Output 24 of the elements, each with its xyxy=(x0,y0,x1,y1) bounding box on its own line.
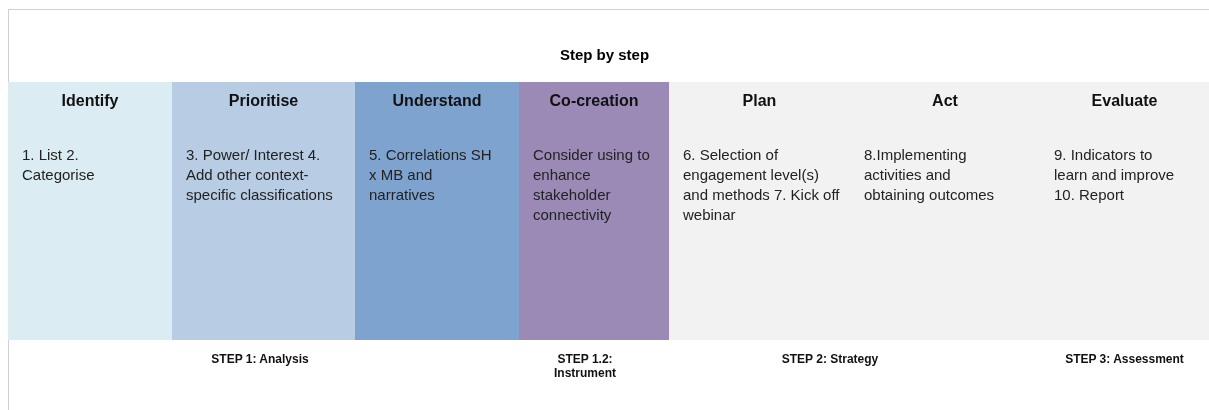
stage-description: 5. Correlations SH x MB and narratives xyxy=(369,145,493,205)
stage-description: 6. Selection of engagement level(s) and methods 7. Kick off webinar xyxy=(683,145,841,225)
stage-column xyxy=(355,82,519,340)
stage-heading: Act xyxy=(931,92,959,110)
stage-heading: Understand xyxy=(391,92,483,110)
stage-description: Consider using to enhance stakeholder connectivity xyxy=(533,145,651,225)
stage-column xyxy=(519,82,669,340)
stage-column xyxy=(669,82,850,340)
stage-description: 9. Indicators to learn and improve 10. Report xyxy=(1054,145,1176,205)
stage-heading: Co-creation xyxy=(548,92,640,110)
stage-column xyxy=(172,82,355,340)
stage-heading: Identify xyxy=(60,92,120,110)
diagram-title: Step by step xyxy=(559,46,650,63)
stage-description: 1. List 2. Categorise xyxy=(22,145,96,185)
stage-column xyxy=(8,82,172,340)
step-label: STEP 3: Assessment xyxy=(1064,352,1185,366)
stage-heading: Evaluate xyxy=(1090,92,1159,110)
stage-heading: Plan xyxy=(741,92,778,110)
stage-description: 3. Power/ Interest 4. Add other context-specific classifications xyxy=(186,145,334,205)
stage-heading: Prioritise xyxy=(227,92,300,110)
step-label: STEP 1.2: Instrument xyxy=(553,352,617,380)
step-label: STEP 2: Strategy xyxy=(780,352,880,366)
step-label: STEP 1: Analysis xyxy=(210,352,310,366)
stage-description: 8.Implementing activities and obtaining outcomes xyxy=(864,145,996,205)
